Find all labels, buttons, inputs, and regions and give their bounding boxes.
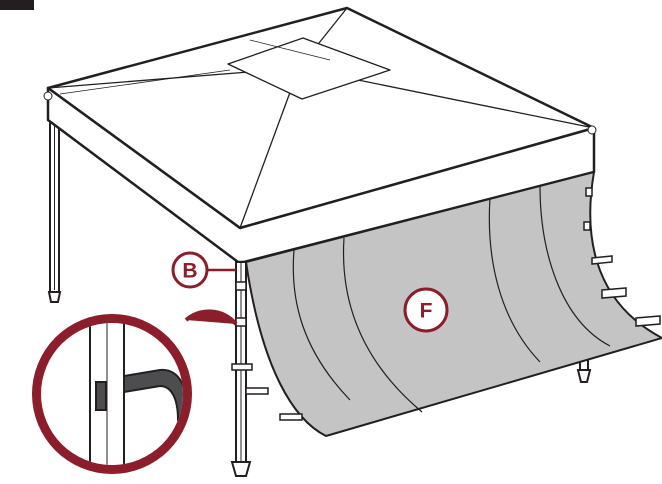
header-tab: [0, 0, 34, 10]
canopy-roof: [43, 6, 597, 264]
callout-f-label: F: [420, 300, 433, 323]
callout-b: B: [171, 251, 236, 289]
sidewall-ties: [231, 187, 661, 421]
detail-magnifier: [32, 309, 238, 474]
front-leg: [230, 261, 252, 477]
callout-b-label: B: [182, 260, 197, 283]
callout-f: F: [403, 287, 449, 333]
sidewall-panel: [245, 171, 662, 437]
